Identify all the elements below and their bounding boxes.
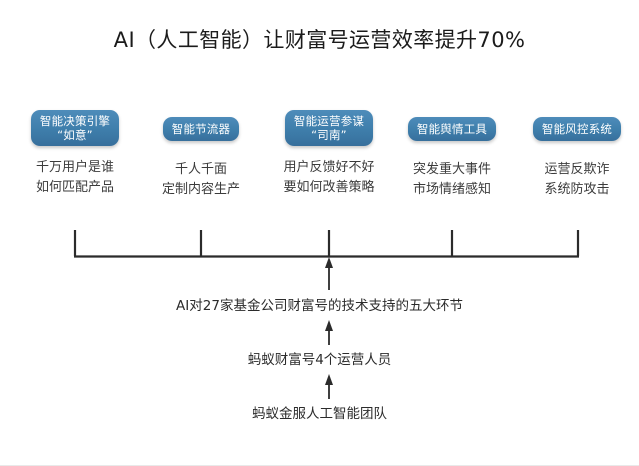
capability-desc-5-line1: 运营反欺诈 (544, 162, 610, 177)
capability-desc-5: 运营反欺诈 系统防攻击 (515, 160, 639, 200)
capability-desc-3-line1: 用户反馈好不好 (283, 160, 375, 175)
capability-desc-3: 用户反馈好不好 要如何改善策略 (263, 158, 395, 198)
capability-desc-2: 千人千面 定制内容生产 (138, 160, 264, 200)
capability-badge-5-line1: 智能风控系统 (541, 122, 613, 136)
capability-badge-2-line1: 智能节流器 (171, 122, 231, 136)
capability-column-1: 智能决策引擎 “如意” 千万用户是谁 如何匹配产品 (12, 110, 138, 198)
capability-desc-4-line2: 市场情绪感知 (412, 182, 491, 197)
capability-desc-1-line1: 千万用户是谁 (35, 160, 114, 175)
capability-desc-5-line2: 系统防攻击 (544, 182, 610, 197)
page-title: AI（人工智能）让财富号运营效率提升70% (113, 28, 526, 52)
capability-column-5: 智能风控系统 运营反欺诈 系统防攻击 (515, 117, 639, 200)
capability-column-3: 智能运营参谋 “司南” 用户反馈好不好 要如何改善策略 (263, 110, 395, 198)
capability-badge-2[interactable]: 智能节流器 (162, 117, 240, 141)
flow-label-operators: 蚂蚁财富号4个运营人员 (247, 352, 392, 368)
capability-column-2: 智能节流器 千人千面 定制内容生产 (138, 117, 264, 200)
capability-badge-4[interactable]: 智能舆情工具 (407, 117, 497, 141)
flow-label-five-links: AI对27家基金公司财富号的技术支持的五大环节 (176, 298, 463, 314)
capability-desc-1-line2: 如何匹配产品 (35, 180, 114, 195)
capability-desc-2-line1: 千人千面 (174, 162, 227, 177)
capability-badge-3-line1: 智能运营参谋 (293, 114, 365, 128)
capability-desc-1: 千万用户是谁 如何匹配产品 (12, 158, 138, 198)
capability-badge-3[interactable]: 智能运营参谋 “司南” (284, 110, 374, 146)
capability-desc-4-line1: 突发重大事件 (412, 162, 491, 177)
flow-label-ai-team: 蚂蚁金服人工智能团队 (252, 406, 387, 422)
capability-badge-4-line1: 智能舆情工具 (416, 122, 488, 136)
arrow-head-1 (325, 257, 333, 268)
capability-badge-5[interactable]: 智能风控系统 (532, 117, 622, 141)
capability-badge-3-line2: “司南” (311, 128, 347, 142)
capability-desc-3-line2: 要如何改善策略 (283, 180, 375, 195)
capability-desc-2-line2: 定制内容生产 (161, 182, 240, 197)
arrow-head-2 (325, 320, 333, 331)
capability-badge-1[interactable]: 智能决策引擎 “如意” (30, 110, 120, 146)
capability-badge-1-line1: 智能决策引擎 (39, 114, 111, 128)
capability-desc-4: 突发重大事件 市场情绪感知 (389, 160, 515, 200)
capability-badge-1-line2: “如意” (57, 128, 93, 142)
arrow-head-3 (325, 374, 333, 385)
capability-column-4: 智能舆情工具 突发重大事件 市场情绪感知 (389, 117, 515, 200)
